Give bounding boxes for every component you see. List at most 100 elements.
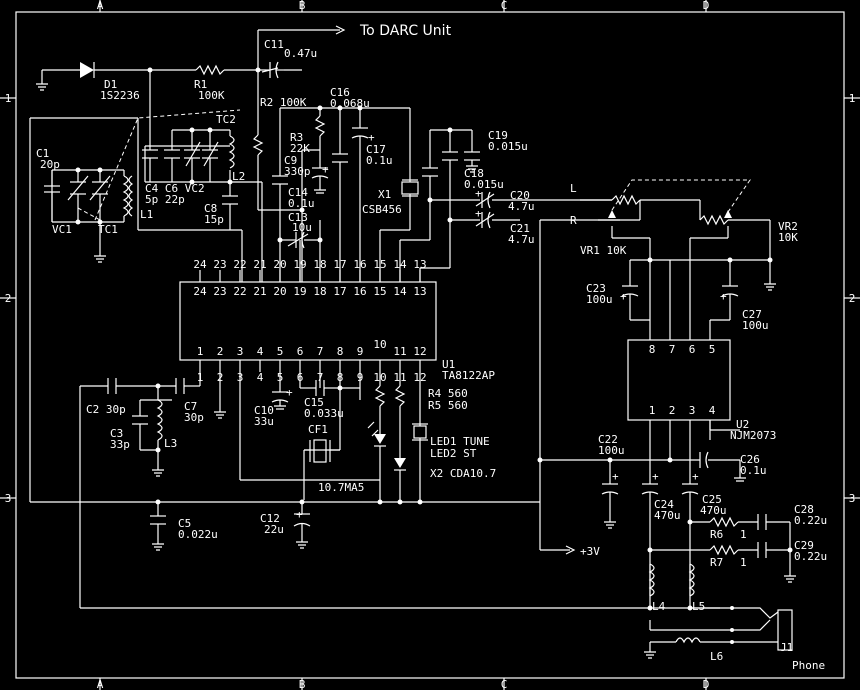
r3-value: 22K — [290, 142, 310, 155]
svg-text:5: 5 — [709, 343, 716, 356]
svg-text:1: 1 — [197, 345, 204, 358]
svg-text:22: 22 — [233, 285, 246, 298]
c21-ref: C21 — [510, 222, 530, 235]
svg-text:23: 23 — [213, 258, 226, 271]
r7-ref: R7 — [710, 556, 723, 569]
wiring-c18-c21 — [399, 129, 620, 460]
svg-text:19: 19 — [293, 258, 306, 271]
svg-text:+: + — [368, 131, 375, 144]
c23-ref: C23 — [586, 282, 606, 295]
c20-ref: C20 — [510, 189, 530, 202]
svg-text:+: + — [322, 163, 329, 176]
x1-part: CSB456 — [362, 203, 402, 216]
wiring-volume — [580, 194, 776, 340]
c8-ref: C8 — [204, 202, 217, 215]
svg-text:18: 18 — [313, 258, 326, 271]
row-1-left: 1 — [5, 92, 12, 105]
u2-ref: U2 — [736, 418, 749, 431]
row-3-left: 3 — [5, 492, 12, 505]
svg-text:7: 7 — [317, 345, 324, 358]
svg-text:20: 20 — [273, 258, 286, 271]
varicap-vc1 — [44, 175, 89, 201]
d1-part: 1S2236 — [100, 89, 140, 102]
c16-value: 0.068u — [330, 97, 370, 110]
c16-ref: C16 — [330, 86, 350, 99]
c12-ref: C12 — [260, 512, 280, 525]
svg-text:+: + — [612, 470, 619, 483]
c14-ref: C14 — [288, 186, 308, 199]
r4-label: R4 560 — [428, 387, 468, 400]
j1-label: J1 — [780, 641, 793, 654]
c5-ref: C5 — [178, 517, 191, 530]
col-c-bottom: C — [501, 678, 508, 690]
svg-text:9: 9 — [357, 345, 364, 358]
svg-text:12: 12 — [413, 345, 426, 358]
row-2-left: 2 — [5, 292, 12, 305]
r7-value: 1 — [740, 556, 747, 569]
col-d-bottom: D — [703, 678, 710, 690]
c17-ref: C17 — [366, 143, 386, 156]
c1-ref: C1 — [36, 147, 49, 160]
wiring-bottom-u1 — [30, 372, 720, 609]
svg-text:24: 24 — [193, 285, 207, 298]
c8-value: 15p — [204, 213, 224, 226]
svg-text:16: 16 — [353, 285, 366, 298]
capacitors-c4-c6 — [142, 141, 238, 205]
tc1-label: TC1 — [98, 223, 118, 236]
c4c6-label: C4 C6 VC2 — [145, 182, 205, 195]
gang-link-2 — [77, 207, 101, 221]
led2-label: LED2 ST — [430, 447, 477, 460]
svg-text:20: 20 — [273, 285, 286, 298]
col-b-top: B — [299, 0, 306, 12]
svg-text:+: + — [296, 508, 303, 521]
c18-ref: C18 — [464, 167, 484, 180]
c22-ref: C22 — [598, 433, 618, 446]
svg-text:8: 8 — [337, 345, 344, 358]
svg-text:+: + — [475, 187, 482, 200]
svg-text:15: 15 — [373, 258, 386, 271]
caps-midtop — [272, 127, 419, 249]
c27-value: 100u — [742, 319, 769, 332]
col-a-top: A — [97, 0, 104, 12]
c29-value: 0.22u — [794, 550, 827, 563]
svg-text:+: + — [475, 207, 482, 220]
ground-c14 — [314, 186, 326, 194]
c17-value: 0.1u — [366, 154, 393, 167]
gang-link-1 — [94, 109, 241, 221]
svg-text:6: 6 — [297, 345, 304, 358]
c3-value: 33p — [110, 438, 130, 451]
c28-ref: C28 — [794, 503, 814, 516]
ic-u1: 24 23 22 21 20 19 18 17 16 15 14 13 24 2… — [179, 258, 495, 384]
col-a-bottom: A — [97, 678, 104, 690]
wiring-rf — [29, 117, 263, 502]
r1-ref: R1 — [194, 78, 207, 91]
inductor-l1 — [122, 175, 134, 217]
c21-value: 4.7u — [508, 233, 535, 246]
svg-text:10: 10 — [373, 338, 386, 351]
cf1-part: 10.7MA5 — [318, 481, 364, 494]
row-3-right: 3 — [849, 492, 856, 505]
c10-ref: C10 — [254, 404, 274, 417]
svg-text:13: 13 — [413, 285, 426, 298]
svg-text:21: 21 — [253, 258, 266, 271]
c11-ref: C11 — [264, 38, 284, 51]
row-2-right: 2 — [849, 292, 856, 305]
c4c6-values: 5p 22p — [145, 193, 185, 206]
trimmer-tc1 — [89, 175, 111, 201]
svg-text:13: 13 — [413, 258, 426, 271]
c19-value: 0.015u — [488, 140, 528, 153]
caps-bottom-u1 — [107, 378, 428, 527]
vc1-label: VC1 — [52, 223, 72, 236]
svg-text:6: 6 — [689, 343, 696, 356]
l5-label: L5 — [692, 600, 705, 613]
inductor-l2 — [228, 135, 235, 169]
r3-ref: R3 — [290, 131, 303, 144]
capacitor-c11 — [261, 61, 284, 79]
c18-value: 0.015u — [464, 178, 504, 191]
inductor-l3 — [156, 399, 163, 441]
vr2-ref: VR2 — [778, 220, 798, 233]
d1-ref: D1 — [104, 78, 117, 91]
u1-part: TA8122AP — [442, 369, 495, 382]
svg-text:15: 15 — [373, 285, 386, 298]
